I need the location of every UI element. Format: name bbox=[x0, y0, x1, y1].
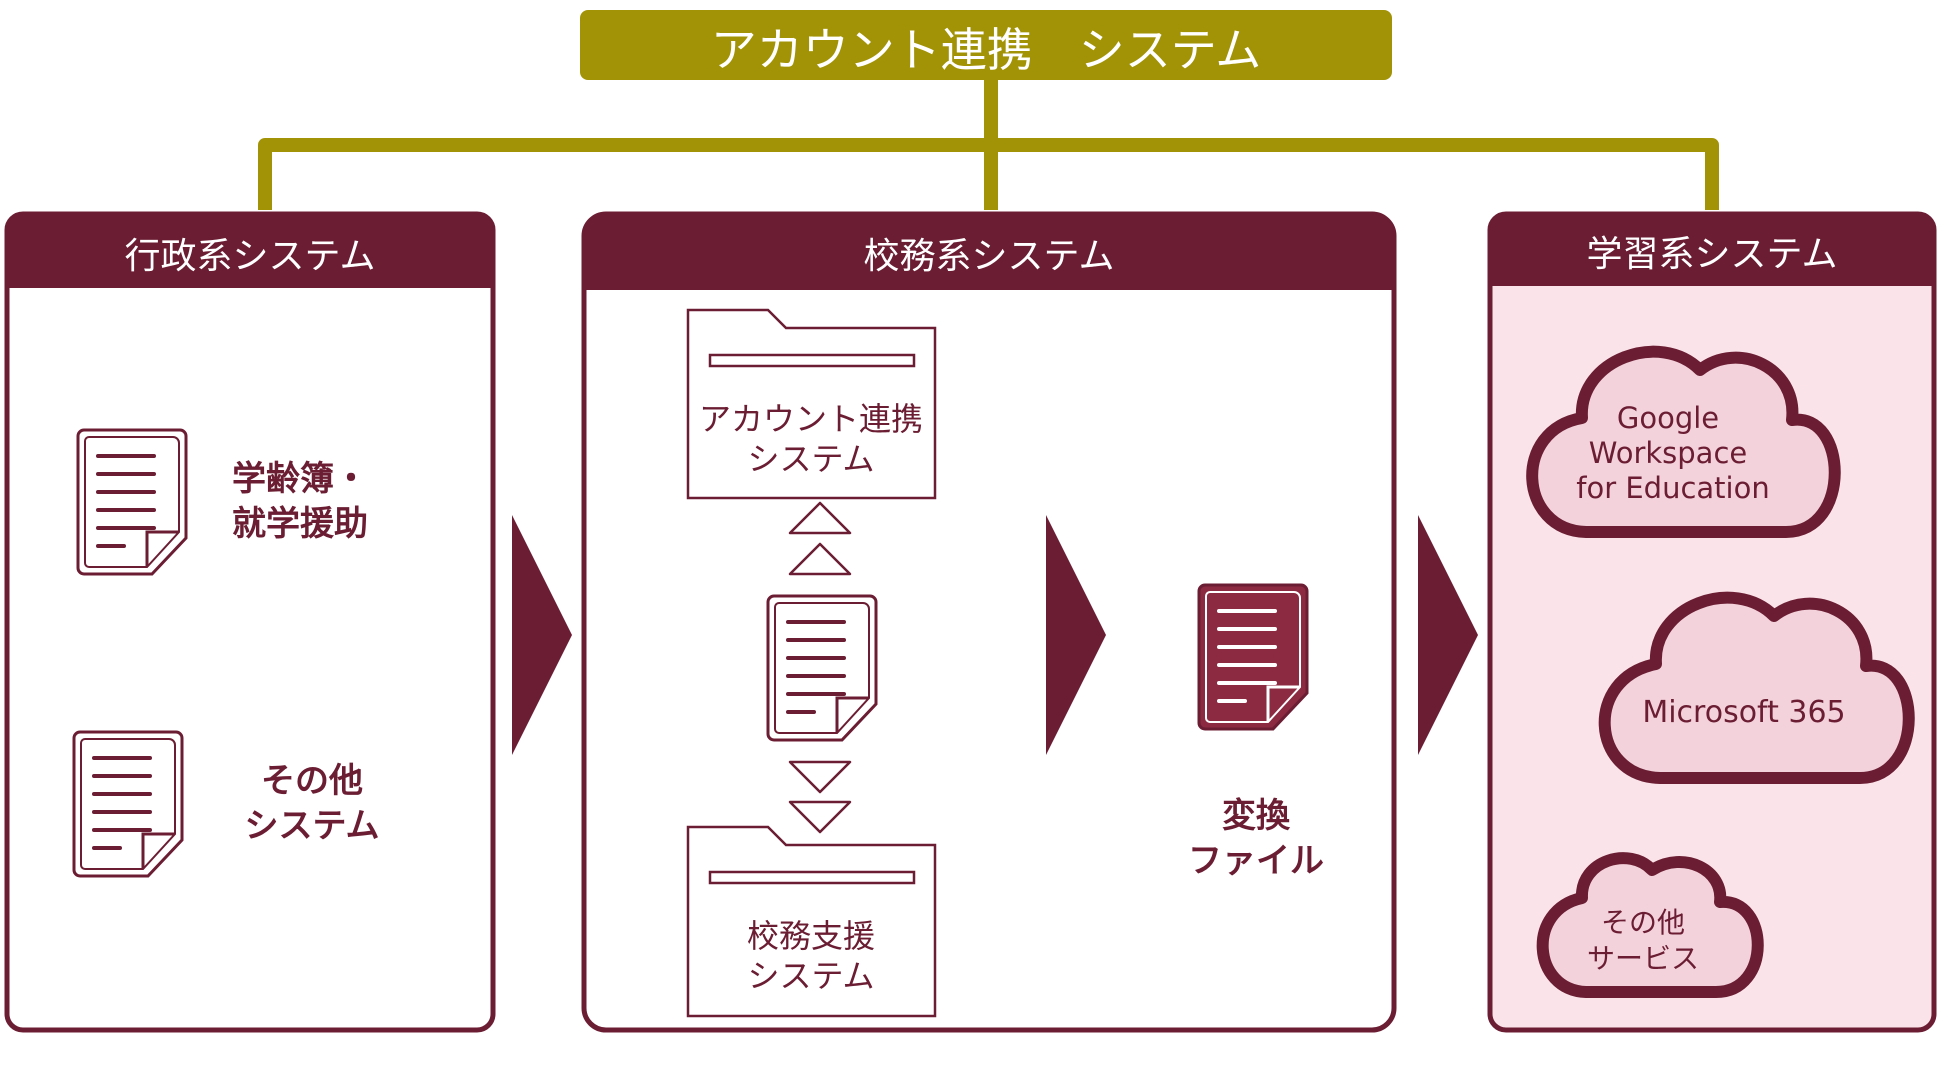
folder-top-line2: システム bbox=[747, 440, 874, 478]
converted-file-line2: ファイル bbox=[1188, 841, 1324, 881]
triangle-up-icon bbox=[788, 501, 852, 535]
admin-item-2-line2: システム bbox=[245, 806, 380, 846]
flow-arrow-icon bbox=[1046, 515, 1106, 755]
folder-top-line1: アカウント連携 bbox=[699, 400, 923, 438]
document-icon bbox=[76, 428, 188, 576]
connector-lines bbox=[258, 80, 1719, 210]
cloud-google-line1: Google bbox=[1617, 401, 1719, 435]
top-banner-title: アカウント連携 システム bbox=[711, 23, 1262, 77]
flow-arrow-icon bbox=[1418, 515, 1478, 755]
school-panel-title: 校務系システム bbox=[864, 236, 1115, 277]
flow-arrow-icon bbox=[512, 515, 572, 755]
sync-up-arrows bbox=[788, 501, 852, 576]
triangle-up-icon bbox=[788, 542, 852, 576]
cloud-google-line3: for Education bbox=[1576, 471, 1769, 505]
cloud-icon bbox=[1598, 591, 1915, 784]
folder-bottom-line1: 校務支援 bbox=[747, 917, 875, 955]
folder-bottom-line2: システム bbox=[747, 957, 874, 995]
admin-item-1-line1: 学齢簿・ bbox=[232, 459, 368, 499]
document-icon bbox=[766, 594, 878, 742]
triangle-down-icon bbox=[788, 760, 852, 794]
cloud-other-line2: サービス bbox=[1587, 942, 1699, 975]
triangle-down-icon bbox=[788, 800, 852, 834]
admin-panel-title: 行政系システム bbox=[125, 236, 376, 277]
converted-file-line1: 変換 bbox=[1222, 796, 1291, 836]
folder-icon bbox=[686, 825, 937, 1018]
document-icon bbox=[72, 730, 184, 878]
learning-panel-title: 学習系システム bbox=[1587, 234, 1838, 275]
cloud-icon bbox=[1536, 852, 1764, 998]
admin-item-1-line2: 就学援助 bbox=[232, 504, 368, 544]
admin-panel: 行政系システム bbox=[4, 211, 496, 1033]
admin-item-2-line1: その他 bbox=[261, 761, 363, 801]
cloud-microsoft-label: Microsoft 365 bbox=[1642, 695, 1845, 730]
folder-icon bbox=[686, 308, 937, 500]
top-banner bbox=[580, 10, 1392, 80]
sync-down-arrows bbox=[788, 760, 852, 834]
cloud-google-line2: Workspace bbox=[1589, 436, 1748, 470]
cloud-other-line1: その他 bbox=[1601, 906, 1685, 939]
converted-file-icon bbox=[1197, 583, 1309, 731]
cloud-icon bbox=[1526, 345, 1841, 538]
